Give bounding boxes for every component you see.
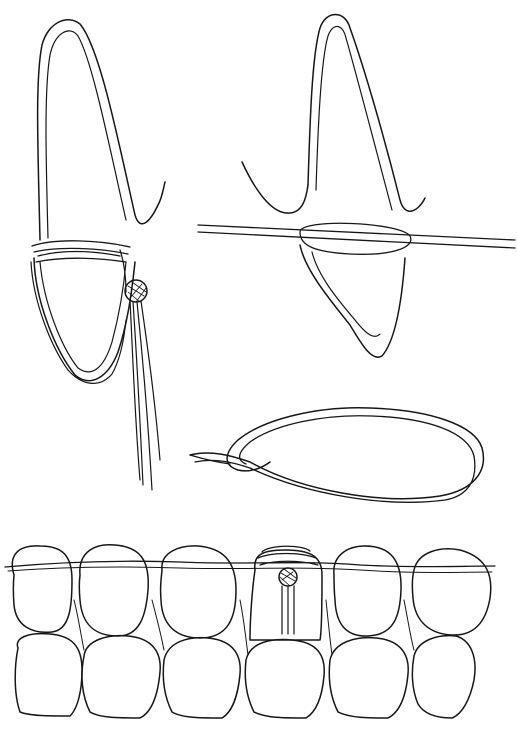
upper-tooth-6 xyxy=(412,549,490,635)
wire-loop xyxy=(190,408,483,502)
tooth-root-inner xyxy=(312,252,380,336)
ligature-band-upper xyxy=(32,241,130,254)
tooth-lateral-tied xyxy=(31,20,165,490)
gum-curve-left xyxy=(242,162,308,213)
tooth-crown-outline xyxy=(38,20,165,240)
lower-tooth-4 xyxy=(245,640,324,718)
wire-horizontal-pair xyxy=(198,225,515,248)
upper-tooth-5 xyxy=(334,546,401,636)
lower-tooth-2 xyxy=(82,636,160,718)
tooth-root-outer xyxy=(34,258,135,381)
wire-loop-inner xyxy=(195,416,475,502)
ligature-tails xyxy=(282,586,294,634)
upper-tooth-1 xyxy=(12,546,72,632)
tooth-lateral-wire xyxy=(198,15,515,358)
wire-loop-outer xyxy=(190,408,483,499)
tooth-inner-contour xyxy=(46,31,126,238)
upper-tooth-3 xyxy=(161,546,236,638)
arch-wire xyxy=(5,561,495,567)
lower-tooth-1 xyxy=(15,634,82,716)
interdental-lines xyxy=(74,600,414,655)
wire-loop-around-crown xyxy=(300,223,411,254)
ligature-tails xyxy=(130,300,160,490)
lower-tooth-5 xyxy=(329,638,408,718)
lower-tooth-3 xyxy=(163,638,240,718)
lower-tooth-6 xyxy=(412,636,475,718)
dental-arch-front xyxy=(5,545,495,718)
wire-loop-tail xyxy=(190,455,230,464)
tooth-crown-inner xyxy=(316,26,392,210)
tooth-root-inner xyxy=(40,262,126,372)
upper-tooth-2 xyxy=(79,545,148,636)
ligature-band-lower xyxy=(36,252,126,263)
